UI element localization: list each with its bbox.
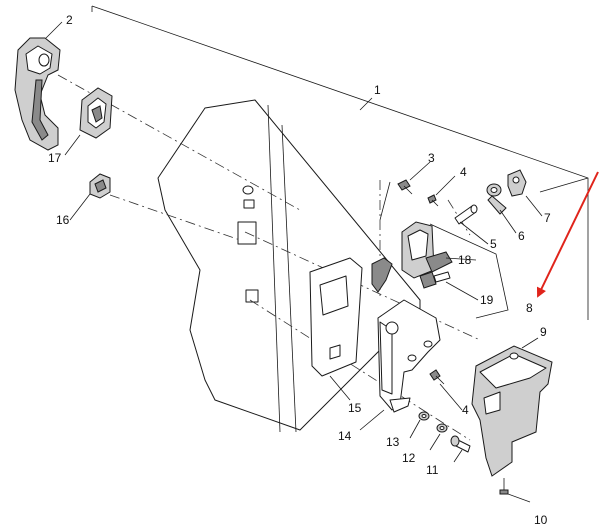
door-hole-2 — [243, 199, 255, 209]
callout-4-upper: 4 — [460, 165, 467, 179]
callout-3: 3 — [428, 151, 435, 165]
key-part — [419, 271, 451, 289]
callout-17: 17 — [48, 151, 62, 165]
pin-part — [454, 204, 478, 225]
callout-10: 10 — [534, 513, 548, 527]
callout-2: 2 — [66, 13, 73, 27]
insert-part — [89, 173, 111, 199]
red-arrow — [536, 171, 599, 298]
bolt-part — [450, 435, 471, 453]
cover-part — [471, 345, 553, 477]
callout-5: 5 — [490, 237, 497, 251]
latch-bracket — [377, 299, 441, 413]
escutcheon-plate — [309, 257, 363, 377]
callout-labels: 1 2 3 4 4 5 6 7 8 9 10 11 12 13 14 15 16… — [48, 13, 551, 527]
callout-11: 11 — [426, 463, 439, 477]
cam-part — [486, 183, 507, 215]
callout-12: 12 — [402, 451, 416, 465]
callout-1: 1 — [374, 83, 381, 97]
screw-lower-part — [429, 369, 445, 385]
lock-body-part — [371, 221, 453, 293]
washer-12-part — [436, 423, 448, 433]
callout-6: 6 — [518, 229, 525, 243]
assembly-outline — [91, 5, 589, 320]
callout-9: 9 — [540, 325, 547, 339]
leader-lines — [45, 21, 543, 503]
callout-19: 19 — [480, 293, 494, 307]
callout-15: 15 — [348, 401, 362, 415]
callout-14: 14 — [338, 429, 352, 443]
callout-16: 16 — [56, 213, 70, 227]
handle-part — [14, 37, 61, 151]
screw-top-part — [427, 194, 439, 207]
clip-part — [507, 169, 527, 197]
gasket-part — [79, 87, 113, 139]
washer-13-part — [418, 411, 430, 421]
door-hole-1 — [242, 185, 254, 195]
callout-8: 8 — [526, 301, 533, 315]
callout-4-lower: 4 — [462, 403, 469, 417]
callout-18: 18 — [458, 253, 472, 267]
callout-13: 13 — [386, 435, 400, 449]
lock-group-lines — [379, 181, 509, 319]
bottom-screw-part — [499, 478, 509, 495]
callout-7: 7 — [544, 211, 551, 225]
screw-part — [397, 179, 413, 195]
door-cutout-lower — [245, 289, 259, 303]
